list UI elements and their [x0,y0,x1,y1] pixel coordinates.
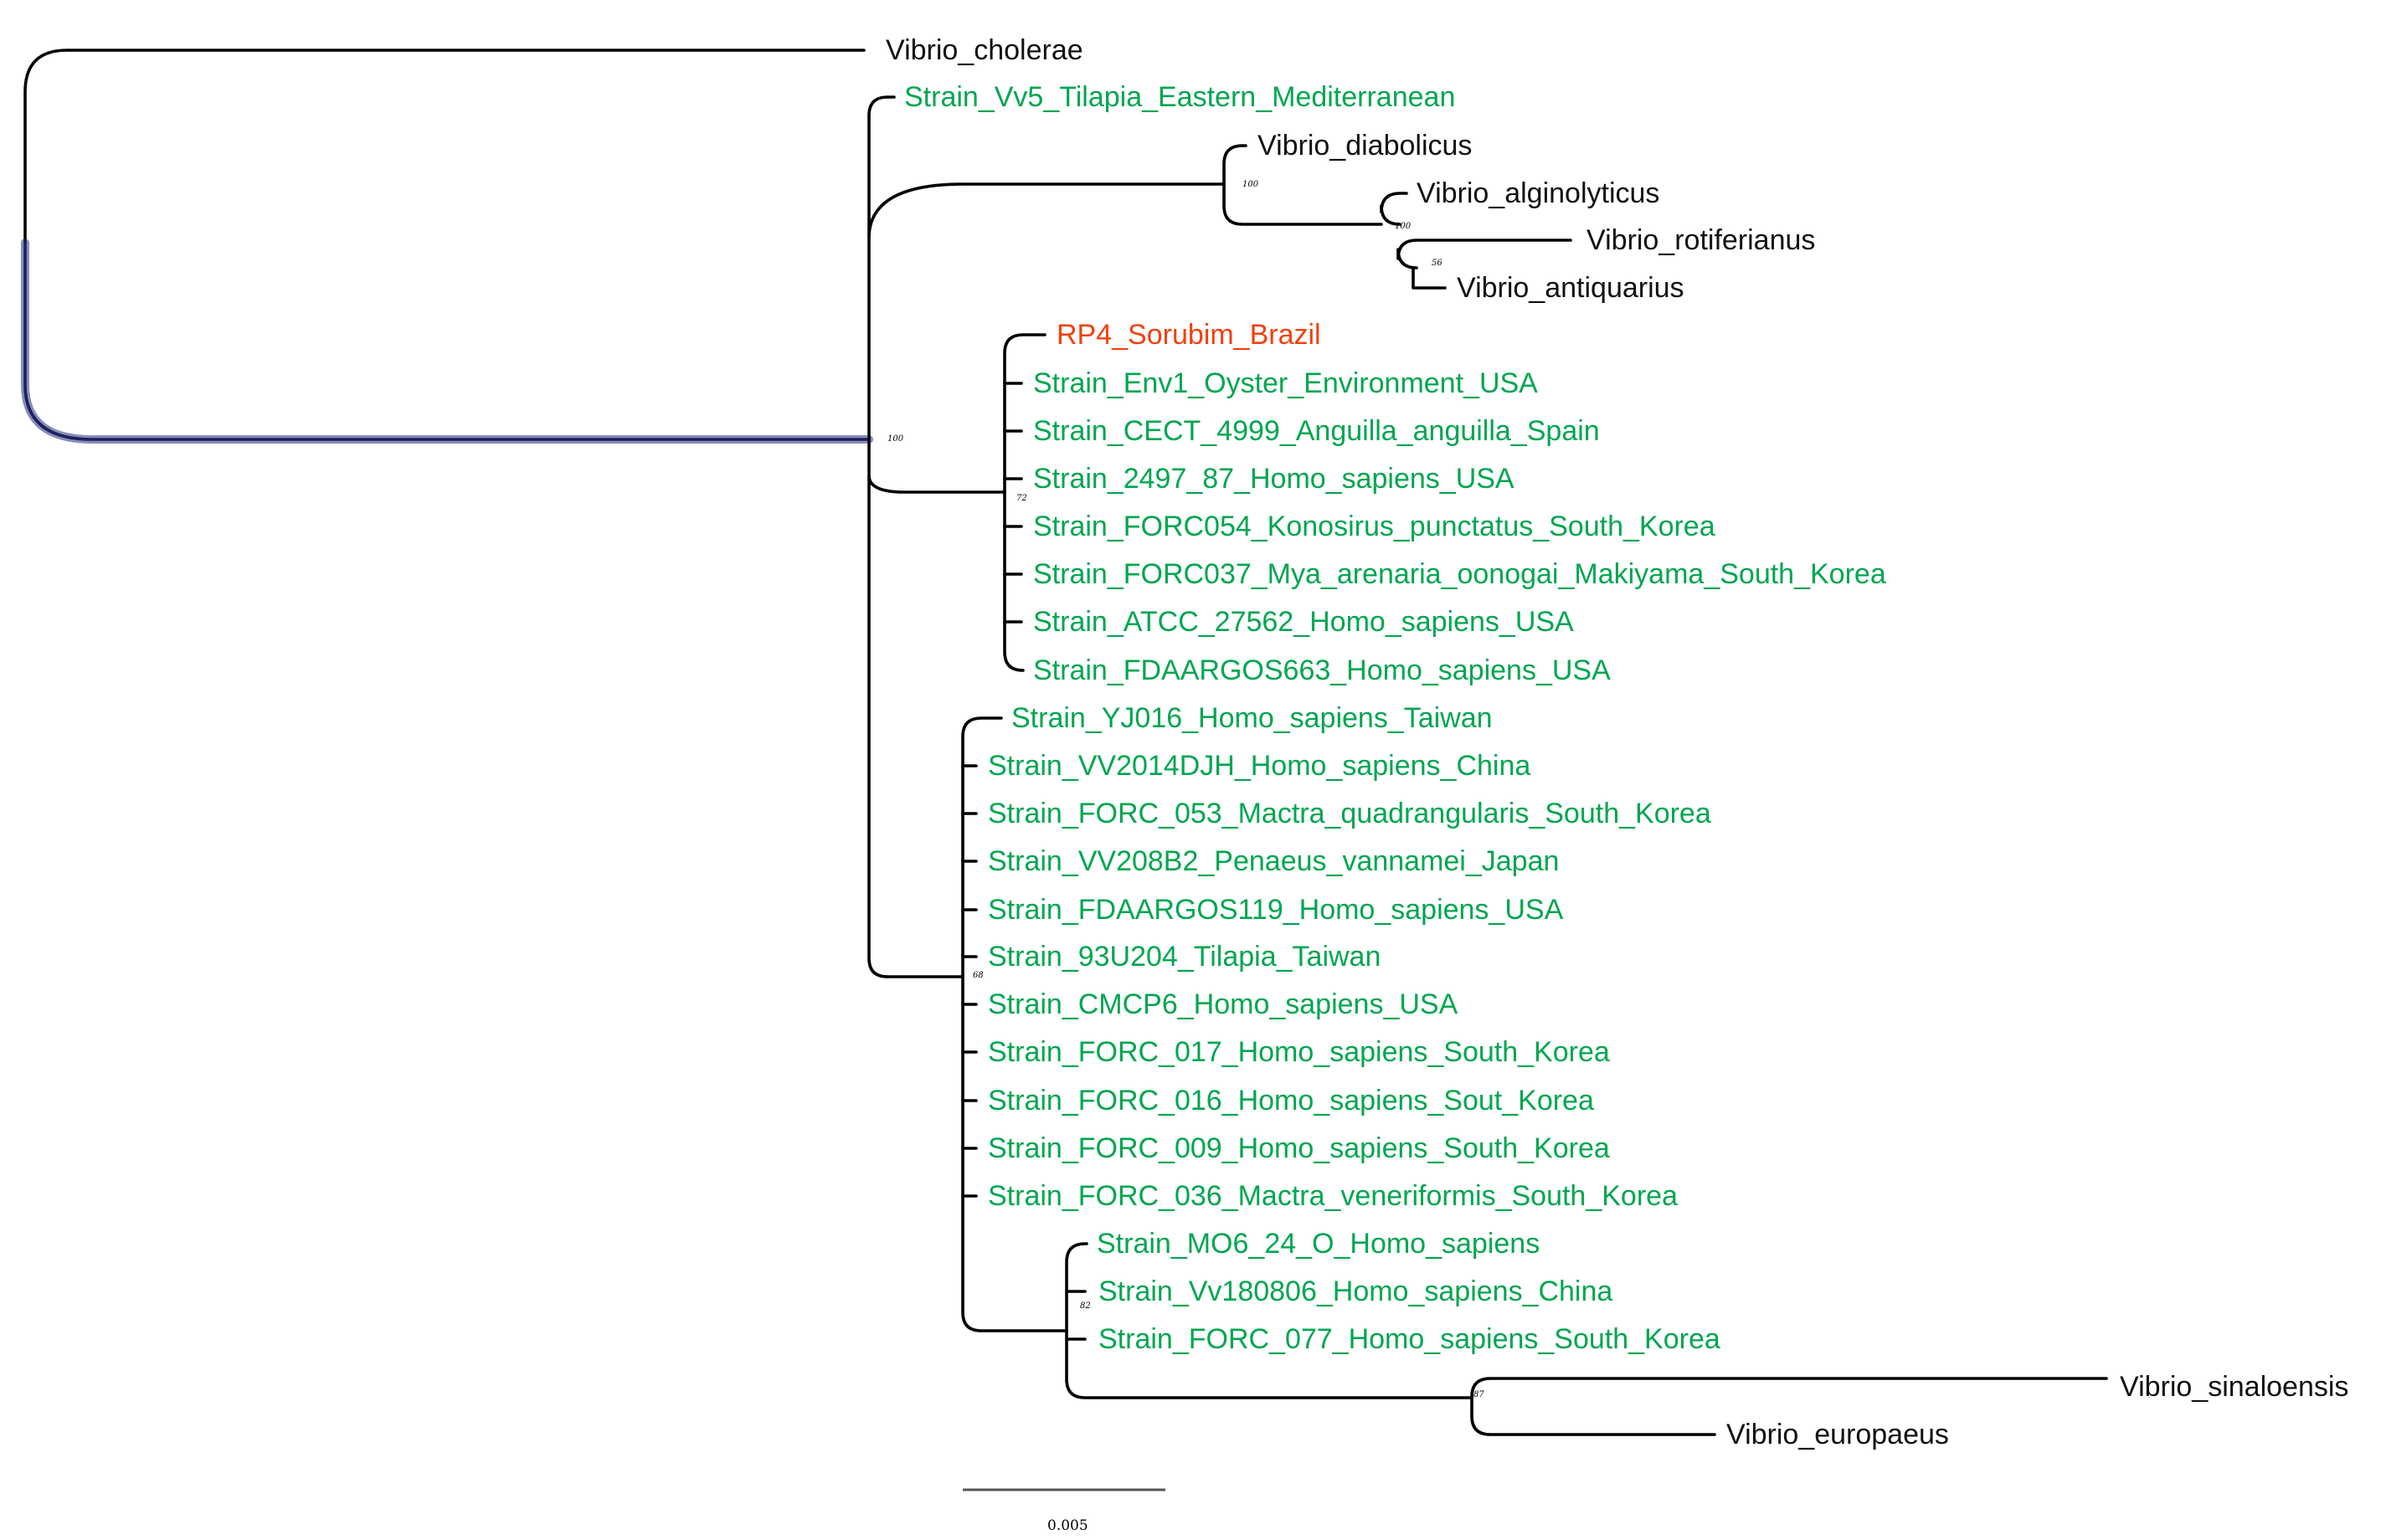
branch-large-node [961,716,1068,1332]
branch-rp4-node [1003,333,1047,672]
branch-diabolicus-node [1222,144,1383,226]
support-value: 56 [1432,259,1442,268]
tip-label: Strain_93U204_Tilapia_Taiwan [988,941,1381,973]
tip-label: Strain_FORC054_Konosirus_punctatus_South… [1033,511,1715,542]
branch-mo6-node [1065,1242,1473,1399]
tip-label: Strain_FORC_053_Mactra_quadrangularis_So… [988,798,1711,829]
tip-label: Vibrio_diabolicus [1257,130,1472,162]
support-value: 72 [1016,494,1027,503]
tip-label: Strain_CMCP6_Homo_sapiens_USA [988,988,1458,1020]
tip-label: Strain_FDAARGOS119_Homo_sapiens_USA [988,894,1564,926]
scale-bar-label: 0.005 [1047,1517,1088,1534]
tip-label: Strain_2497_87_Homo_sapiens_USA [1033,463,1514,495]
tip-label: Strain_FORC_017_Homo_sapiens_South_Korea [988,1036,1610,1068]
support-value: 100 [1242,180,1259,189]
tip-label: Strain_VV208B2_Penaeus_vannamei_Japan [988,845,1559,877]
tip-label: Strain_CECT_4999_Anguilla_anguilla_Spain [1033,415,1600,447]
tip-label: Strain_FORC_036_Mactra_veneriformis_Sout… [988,1180,1678,1212]
bootstrap-support-values: 100 100 100 56 72 68 82 87 [887,180,1484,1399]
support-value: 68 [973,971,984,980]
tip-label: RP4_Sorubim_Brazil [1057,319,1321,351]
branch-root [23,241,871,441]
tip-labels: Vibrio_choleraeStrain_Vv5_Tilapia_Easter… [886,34,2348,1450]
root-highlight [21,239,873,444]
support-value: 100 [1395,222,1412,231]
branch-sinaloensis-node [1470,1377,2108,1436]
tip-label: Strain_Vv5_Tilapia_Eastern_Mediterranean [904,81,1455,113]
tip-label: Strain_Vv180806_Homo_sapiens_China [1098,1276,1612,1307]
tip-label: Vibrio_sinaloensis [2120,1371,2348,1403]
tip-label: Strain_FORC037_Mya_arenaria_oonogai_Maki… [1033,558,1886,590]
branch-alginolyticus-node [1380,192,1408,226]
tip-label: Vibrio_antiquarius [1457,272,1684,304]
branch-rotiferianus-node [1396,239,1572,270]
tip-label: Strain_FDAARGOS663_Homo_sapiens_USA [1033,654,1611,686]
scale-bar: 0.005 [963,1488,1165,1534]
branch-ingroup-node [867,95,896,978]
tree-branches [21,49,2108,1436]
branch-diabolicus-clade [867,182,1226,238]
support-value: 82 [1080,1301,1091,1311]
tip-label: Strain_FORC_016_Homo_sapiens_Sout_Korea [988,1085,1594,1116]
branch-rp4-clade [867,475,1006,494]
tip-label: Strain_Env1_Oyster_Environment_USA [1033,367,1538,399]
tip-label: Vibrio_rotiferianus [1586,224,1815,256]
tip-label: Strain_YJ016_Homo_sapiens_Taiwan [1011,702,1493,734]
support-value: 87 [1473,1390,1484,1399]
tip-label: Strain_FORC_077_Homo_sapiens_South_Korea [1098,1323,1720,1355]
tip-label: Vibrio_europaeus [1726,1419,1949,1450]
tip-label: Vibrio_cholerae [886,34,1083,66]
support-value: 100 [887,434,904,444]
branch-outgroup [23,49,866,244]
tip-label: Vibrio_alginolyticus [1417,177,1659,209]
branch-antiquarius [1412,266,1447,290]
tip-label: Strain_VV2014DJH_Homo_sapiens_China [988,750,1530,782]
tip-label: Strain_MO6_24_O_Homo_sapiens [1097,1228,1540,1260]
tip-label: Strain_FORC_009_Homo_sapiens_South_Korea [988,1132,1610,1164]
tip-label: Strain_ATCC_27562_Homo_sapiens_USA [1033,606,1574,638]
